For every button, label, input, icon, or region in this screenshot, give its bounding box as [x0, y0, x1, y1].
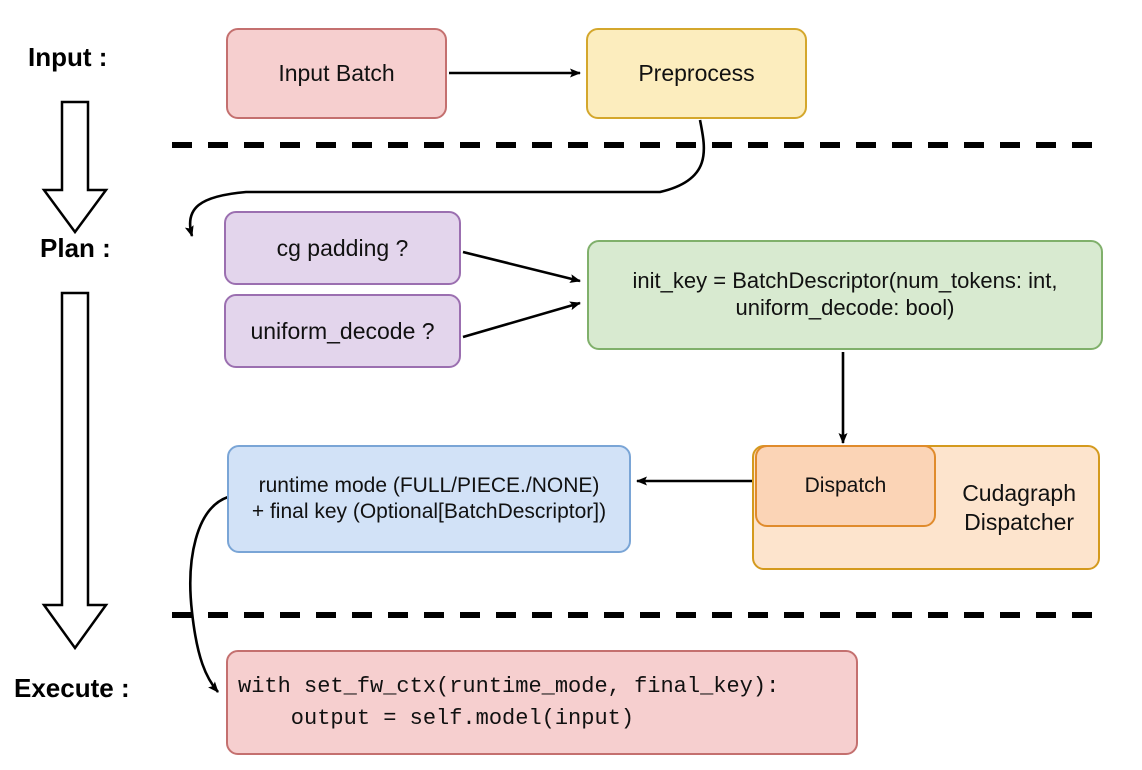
- node-cudagraph-dispatcher-text: Cudagraph Dispatcher: [962, 479, 1076, 535]
- node-input-batch-label: Input Batch: [278, 60, 395, 87]
- node-runtime-mode[interactable]: runtime mode (FULL/PIECE./NONE) + final …: [227, 445, 631, 553]
- stage-label-execute: Execute :: [14, 673, 130, 703]
- node-cg-padding[interactable]: cg padding ?: [224, 211, 461, 285]
- edge-cg-padding-to-init-key: [462, 250, 581, 283]
- node-init-key-line1: init_key = BatchDescriptor(num_tokens: i…: [632, 268, 1058, 294]
- node-cudagraph-dispatcher-line2: Dispatcher: [964, 508, 1075, 535]
- input-to-plan-flow-arrow: [41, 100, 109, 235]
- node-input-batch[interactable]: Input Batch: [226, 28, 447, 119]
- node-cg-padding-label: cg padding ?: [276, 234, 409, 261]
- node-preprocess-label: Preprocess: [638, 60, 755, 87]
- node-init-key-text: init_key = BatchDescriptor(num_tokens: i…: [633, 268, 1058, 322]
- node-dispatch-label: Dispatch: [804, 474, 887, 498]
- node-runtime-mode-text: runtime mode (FULL/PIECE./NONE) + final …: [252, 473, 606, 524]
- node-exec-code[interactable]: with set_fw_ctx(runtime_mode, final_key)…: [226, 650, 858, 755]
- node-init-key-line2: uniform_decode: bool): [735, 295, 955, 320]
- node-runtime-mode-line1: runtime mode (FULL/PIECE./NONE): [258, 474, 600, 498]
- edge-uniform-decode-to-init-key: [462, 301, 581, 339]
- node-preprocess[interactable]: Preprocess: [586, 28, 807, 119]
- node-init-key[interactable]: init_key = BatchDescriptor(num_tokens: i…: [587, 240, 1103, 350]
- stage-label-input: Input :: [28, 42, 108, 72]
- node-dispatch[interactable]: Dispatch: [755, 445, 936, 527]
- node-uniform-decode-label: uniform_decode ?: [250, 317, 435, 344]
- edge-runtime-mode-to-exec-code: [189, 495, 229, 693]
- node-runtime-mode-line2: + final key (Optional[BatchDescriptor]): [251, 500, 607, 523]
- plan-to-execute-flow-arrow: [41, 291, 109, 651]
- node-exec-code-text: with set_fw_ctx(runtime_mode, final_key)…: [238, 673, 780, 731]
- node-uniform-decode[interactable]: uniform_decode ?: [224, 294, 461, 368]
- stage-label-plan: Plan :: [40, 233, 111, 263]
- node-cudagraph-dispatcher-line1: Cudagraph: [962, 480, 1076, 507]
